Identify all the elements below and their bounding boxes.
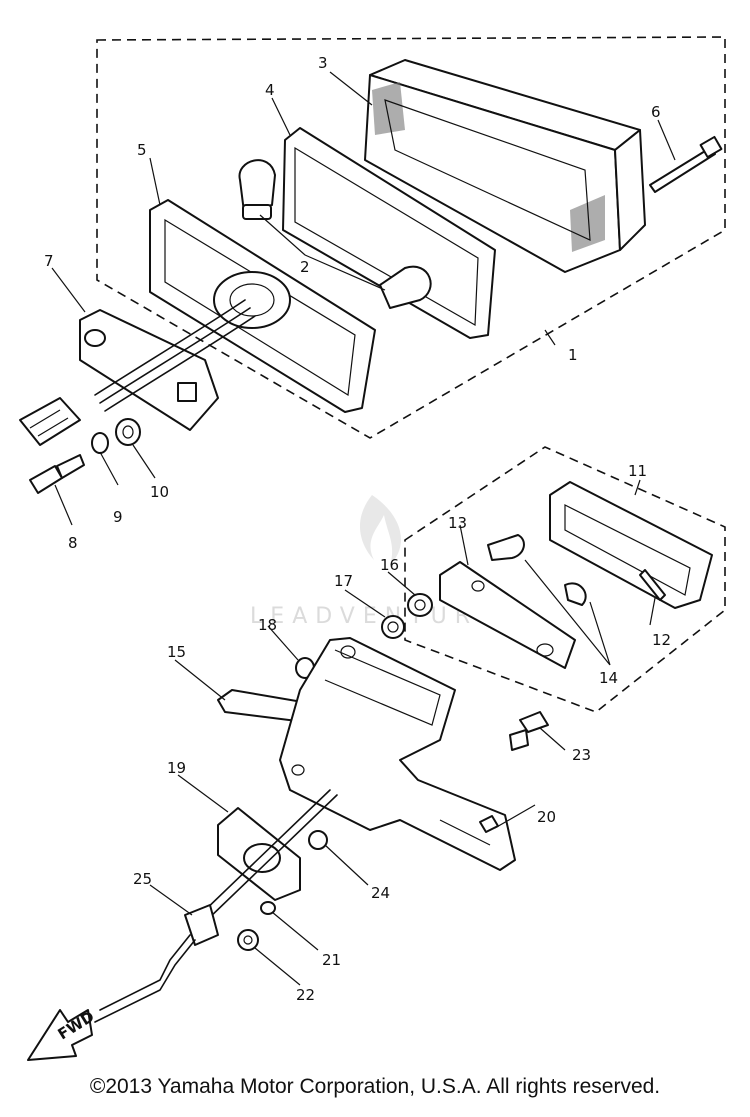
callout-9: 9 [113,508,123,526]
washer-21 [260,901,276,915]
callout-11: 11 [628,462,647,480]
callout-numbers: 1 2 3 4 5 6 7 8 9 10 11 12 13 14 15 16 1… [44,54,671,1004]
license-bracket-15 [217,637,516,871]
license-lamp-housing [549,481,713,609]
assembly-11-dashed-box [404,446,726,713]
callout-25: 25 [133,870,152,888]
callout-12: 12 [652,631,671,649]
grommet-25 [94,904,219,1023]
leader-lines [51,71,676,986]
callout-18: 18 [258,616,277,634]
callout-14: 14 [599,669,618,687]
collar-24 [308,830,328,850]
screw-6 [649,135,723,193]
bracket-plate-19 [217,807,301,901]
callout-20: 20 [537,808,556,826]
bulbs [238,159,432,309]
copyright-notice: ©2013 Yamaha Motor Corporation, U.S.A. A… [89,1075,661,1098]
callout-5: 5 [137,141,147,159]
nut-22 [237,929,259,951]
collar-17 [381,615,405,639]
fwd-arrow-icon: FWD [27,1007,97,1061]
wire-lead [199,789,338,921]
callout-7: 7 [44,252,54,270]
callout-16: 16 [380,556,399,574]
washer-9 [91,432,109,454]
callout-24: 24 [371,884,390,902]
callout-10: 10 [150,483,169,501]
callout-17: 17 [334,572,353,590]
base-plate [149,199,376,413]
callout-13: 13 [448,514,467,532]
screw-23 [509,711,549,751]
callout-15: 15 [167,643,186,661]
bolt-8 [29,454,85,494]
callout-23: 23 [572,746,591,764]
gasket [282,127,496,339]
callout-3: 3 [318,54,328,72]
callout-8: 8 [68,534,78,552]
callout-19: 19 [167,759,186,777]
callout-1: 1 [568,346,578,364]
collar-10 [115,418,141,446]
callout-21: 21 [322,951,341,969]
wiring-harness [19,299,256,446]
bulbs-14 [487,534,587,606]
callout-6: 6 [651,103,661,121]
bracket-plate-7 [79,309,219,431]
lamp-base-13 [439,561,576,669]
callout-2: 2 [300,258,310,276]
callout-22: 22 [296,986,315,1004]
screw-12 [639,569,666,601]
lens-housing [364,59,646,273]
callout-4: 4 [265,81,275,99]
grommet-16 [407,593,433,617]
